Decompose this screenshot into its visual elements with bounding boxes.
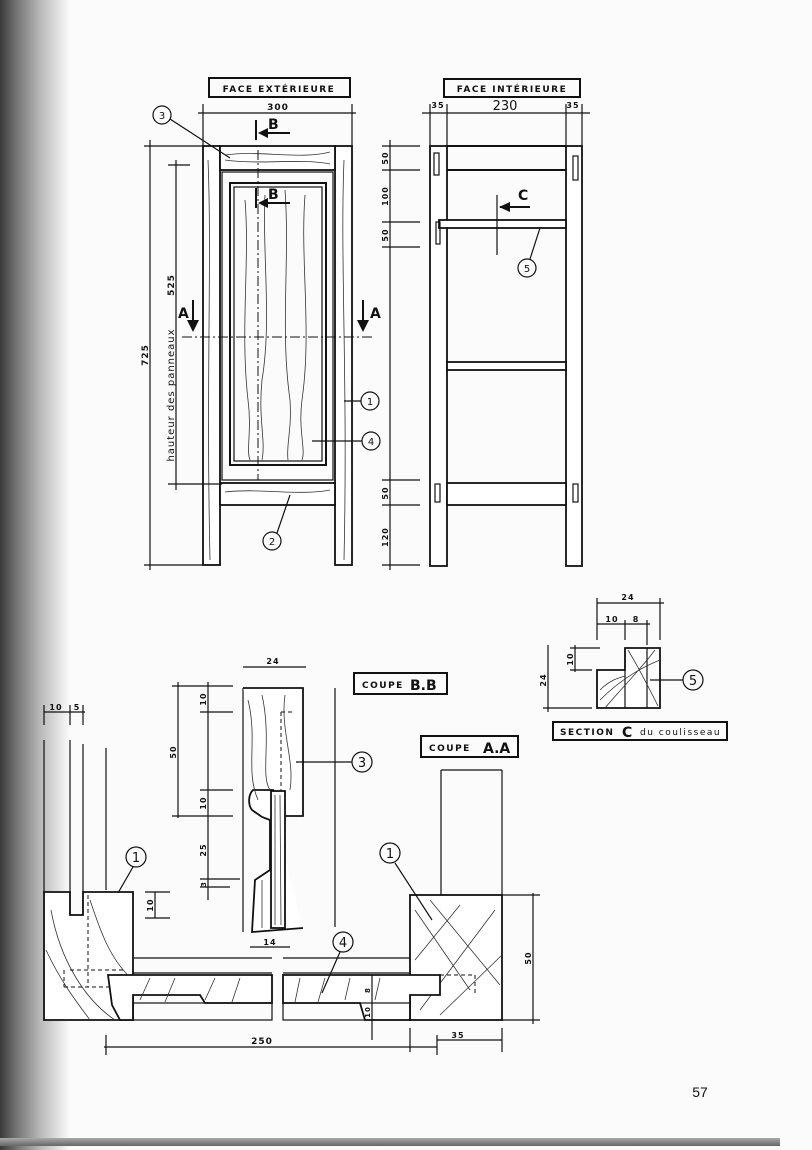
coupe-aa-dim-10-bottom: 10	[364, 1006, 372, 1018]
section-c-dim-10: 10	[605, 615, 618, 624]
exterior-title: FACE EXTÉRIEURE	[223, 83, 336, 95]
exterior-width-dim: 300	[267, 103, 289, 113]
interior-height-dim-4: 50	[381, 486, 390, 499]
callout-3-section: 3	[358, 756, 366, 771]
callout-1: 1	[367, 397, 373, 408]
coupe-bb-dim-25: 25	[199, 843, 208, 856]
section-c-dim-8: 8	[633, 615, 640, 624]
panel-height-label: hauteur des panneaux	[166, 328, 177, 461]
callout-3: 3	[159, 111, 165, 122]
coupe-aa-dim-250: 250	[251, 1037, 273, 1047]
callout-1-left: 1	[132, 851, 140, 866]
callout-2: 2	[269, 537, 275, 548]
interior-title-box	[443, 78, 581, 98]
coupe-aa: COUPE A.A 10 5 10 50 8 10 250 35 1	[43, 703, 540, 1055]
section-a-right-label: A	[370, 306, 381, 322]
top-rail	[219, 145, 336, 171]
section-b-top-label: B	[268, 117, 279, 133]
coupe-aa-dim-35: 35	[451, 1031, 464, 1040]
section-c-dim-10-v: 10	[566, 652, 575, 665]
callout-1-right: 1	[386, 847, 394, 862]
coupe-bb: COUPE B.B 24 10 50 10 25 3 14 3	[169, 657, 448, 948]
total-height-dim: 725	[141, 344, 151, 366]
bottom-rail	[219, 482, 336, 506]
interior-height-dim-5: 120	[381, 527, 390, 547]
panel	[229, 182, 327, 466]
coupe-aa-letter: A.A	[483, 741, 510, 757]
callout-5-section: 5	[689, 674, 697, 689]
page-number: 57	[692, 1084, 708, 1100]
callout-5: 5	[524, 264, 530, 275]
exterior-view: FACE EXTÉRIEURE 300 A A B B 725 525 haut…	[141, 77, 381, 570]
coupe-bb-dim-24: 24	[266, 657, 279, 666]
interior-dim-left: 35	[431, 101, 444, 110]
section-c-title-suffix: du coulisseau	[640, 728, 721, 738]
section-c-label: C	[518, 188, 528, 204]
section-c-title-prefix: SECTION	[560, 728, 614, 738]
coupe-aa-dim-10-rebate: 10	[146, 898, 155, 911]
interior-dim-center: 230	[493, 99, 518, 114]
interior-height-dim-3: 50	[381, 228, 390, 241]
coupe-bb-dim-14: 14	[263, 938, 276, 947]
exterior-title-box	[208, 77, 351, 98]
section-c-title-letter: C	[622, 725, 632, 741]
right-stile-section	[409, 894, 503, 1021]
section-c-width-dim: 24	[621, 593, 634, 602]
section-a-left-label: A	[178, 306, 189, 322]
right-stile	[334, 145, 353, 566]
interior-view: FACE INTÉRIEURE 35 230 35 C 5 50 100 50 …	[381, 78, 590, 570]
coupe-aa-dim-5: 5	[74, 703, 81, 712]
interior-height-dim-1: 50	[381, 151, 390, 164]
left-stile	[202, 145, 221, 566]
interior-height-dim-2: 100	[381, 186, 390, 206]
callout-4: 4	[368, 437, 374, 448]
interior-title: FACE INTÉRIEURE	[457, 83, 567, 95]
coupe-aa-dim-50: 50	[524, 951, 533, 964]
coupe-aa-title: COUPE	[429, 744, 471, 754]
coupe-aa-dim-8: 8	[364, 987, 372, 993]
coupe-bb-title: COUPE	[362, 681, 404, 691]
panel-height-dim: 525	[167, 274, 177, 296]
coupe-bb-dim-10b: 10	[199, 796, 208, 809]
section-c-height-dim: 24	[539, 673, 548, 686]
callout-4-section: 4	[339, 936, 347, 951]
coupe-aa-dim-10: 10	[49, 703, 62, 712]
coupe-bb-dim-3: 3	[200, 881, 208, 887]
runner	[438, 219, 567, 229]
interior-dim-right: 35	[566, 101, 579, 110]
coupe-bb-dim-50: 50	[169, 745, 178, 758]
section-b-label: B	[268, 187, 279, 203]
coupe-bb-dim-10a: 10	[199, 692, 208, 705]
coupe-bb-letter: B.B	[410, 678, 437, 694]
page-edge	[0, 1138, 780, 1146]
section-c-detail: 24 10 8 10 24 5 SECTION C du coulisseau	[539, 593, 728, 741]
